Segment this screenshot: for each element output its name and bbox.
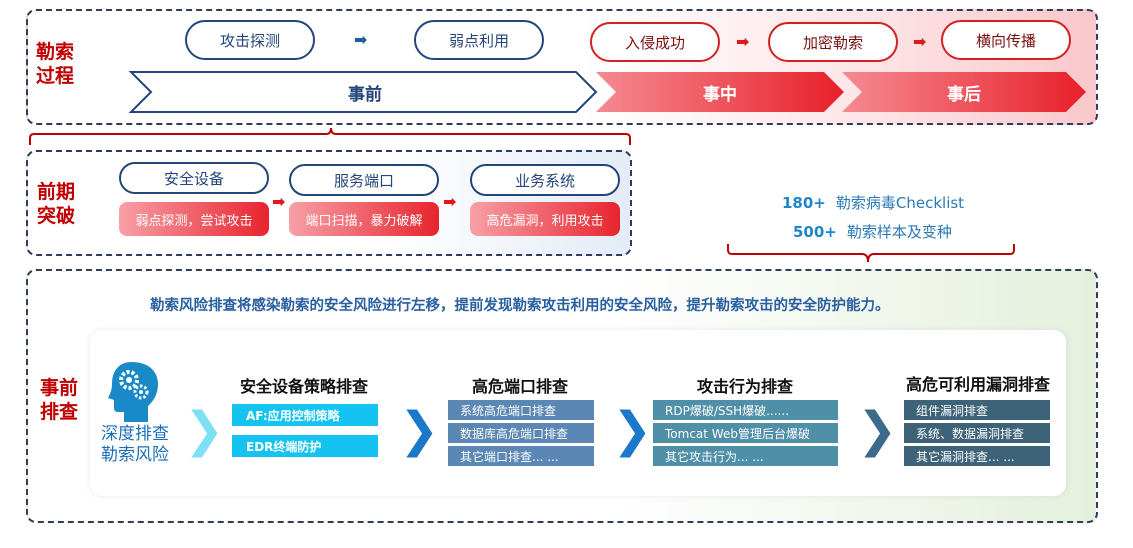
stat-checklist: 180+勒索病毒Checklist	[782, 194, 965, 212]
business-system-detail: 高危漏洞，利用攻击	[470, 202, 620, 236]
check-item: 数据库高危端口排查	[448, 423, 594, 443]
chevron-right-icon: ❯	[612, 402, 653, 458]
deep-check-label: 深度排查勒索风险	[101, 424, 169, 465]
phase-before-chevron	[128, 71, 598, 113]
check-item: 组件漏洞排查	[904, 400, 1050, 420]
arrow-right-icon: ➡	[736, 32, 750, 51]
phase-chevrons	[128, 71, 1086, 113]
precheck-title: 事前排查	[40, 377, 79, 423]
column-title: 攻击行为排查	[696, 377, 793, 396]
head-gears-icon	[108, 362, 158, 422]
column-title: 安全设备策略排查	[239, 377, 368, 396]
chevron-right-icon: ❯	[184, 402, 225, 458]
check-item: AF:应用控制策略	[232, 404, 378, 426]
check-item: 系统、数据漏洞排查	[904, 423, 1050, 443]
arrow-right-icon: ➡	[913, 32, 927, 51]
security-device-detail: 弱点探测，尝试攻击	[119, 202, 269, 236]
column-title: 高危可利用漏洞排查	[905, 375, 1050, 394]
arrow-right-icon: ➡	[272, 192, 286, 211]
chevron-right-icon: ❯	[399, 402, 440, 458]
column-title: 高危端口排查	[471, 377, 568, 396]
step-intrusion: 入侵成功	[590, 22, 720, 62]
step-vuln-exploit: 弱点利用	[414, 20, 544, 60]
phase-after-chevron	[842, 72, 1086, 112]
check-item: 其它端口排查... ...	[448, 446, 594, 466]
phase-during-chevron	[596, 72, 844, 112]
precheck-headline: 勒索风险排查将感染勒索的安全风险进行左移，提前发现勒索攻击利用的安全风险，提升勒…	[150, 298, 890, 314]
check-item: 其它漏洞排查... ...	[904, 446, 1050, 466]
arrow-right-icon: ➡	[354, 30, 368, 49]
step-encrypt-ransom: 加密勒索	[768, 22, 898, 62]
check-item: EDR终端防护	[232, 435, 378, 457]
red-bracket	[29, 127, 631, 145]
stats-bracket	[727, 244, 1015, 263]
check-item: 其它攻击行为... ...	[653, 446, 838, 466]
chevron-right-icon: ❯	[857, 402, 898, 458]
step-lateral-spread: 横向传播	[941, 20, 1071, 60]
check-item: 系统高危端口排查	[448, 400, 594, 420]
security-device-pill: 安全设备	[119, 162, 269, 194]
stat-samples: 500+勒索样本及变种	[793, 223, 952, 241]
process-title: 勒索过程	[36, 41, 75, 87]
check-item: RDP爆破/SSH爆破......	[653, 400, 838, 420]
service-port-detail: 端口扫描，暴力破解	[289, 202, 439, 236]
service-port-pill: 服务端口	[289, 164, 439, 196]
check-item: Tomcat Web管理后台爆破	[653, 423, 838, 443]
phase-after-label: 事后	[947, 84, 981, 105]
business-system-pill: 业务系统	[470, 164, 620, 196]
breakthrough-title: 前期突破	[37, 181, 76, 227]
phase-during-label: 事中	[703, 84, 737, 105]
step-attack-probe: 攻击探测	[185, 20, 315, 60]
arrow-right-icon: ➡	[443, 192, 457, 211]
phase-before-label: 事前	[348, 84, 382, 105]
